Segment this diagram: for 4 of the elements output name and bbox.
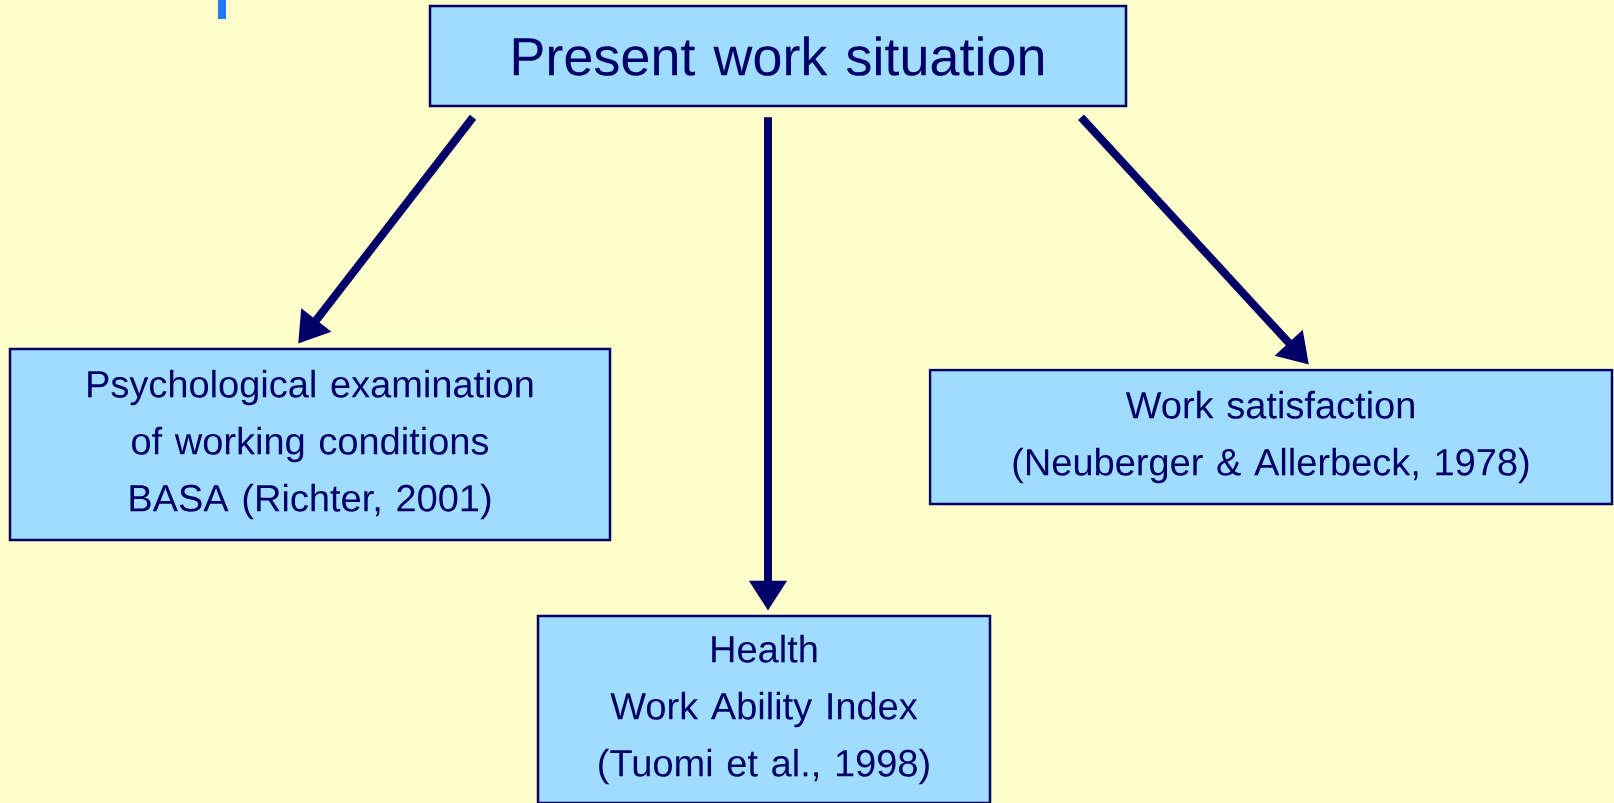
process-box: Work satisfaction (Neuberger & Allerbeck, 1978): [928, 368, 1614, 506]
process-box: Health Work Ability Index (Tuomi et al., 1998): [536, 614, 992, 803]
heading-box: Present work situation: [428, 4, 1128, 108]
process-box: Psychological examination of working conditions BASA (Richter, 2001): [8, 347, 612, 542]
